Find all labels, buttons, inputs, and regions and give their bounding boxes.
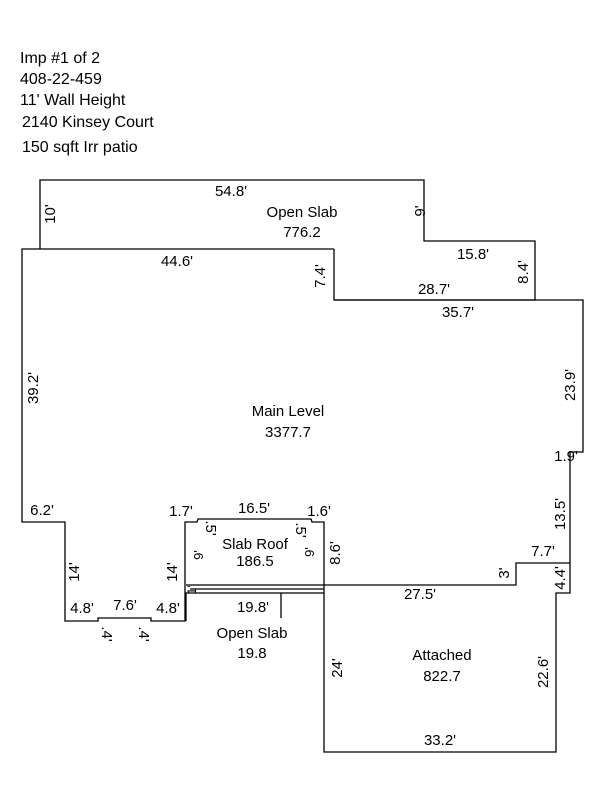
dimension-label: .4' [98, 626, 115, 642]
dimension-label: 14' [164, 562, 181, 582]
dimension-label: 1' [185, 586, 199, 595]
dimension-label: .5' [202, 520, 219, 536]
improvement-label: Imp #1 of 2 [20, 50, 101, 67]
dimension-label: 35.7' [442, 304, 474, 321]
dimension-label: 39.2' [25, 372, 42, 404]
dimension-label: 8.4' [515, 260, 532, 284]
dimension-label: 7.4' [312, 264, 329, 288]
area-name: Open Slab [267, 204, 338, 221]
dimension-label: 23.9' [562, 369, 579, 401]
patio-note: 150 sqft Irr patio [22, 139, 138, 156]
area-value: 822.7 [423, 668, 461, 685]
wall-height: 11' Wall Height [20, 92, 126, 109]
main-level-outline [21, 248, 584, 622]
dimension-label: 6.2' [30, 502, 54, 519]
dimension-label: 22.6' [535, 656, 552, 688]
dimension-label: 33.2' [424, 732, 456, 749]
parcel-number: 408-22-459 [20, 71, 102, 88]
dimension-label: .4' [135, 626, 152, 642]
dimension-label: .5' [292, 522, 309, 538]
dimension-label: 3' [496, 567, 513, 578]
slab-roof-outline [185, 592, 324, 621]
dimension-label: 54.8' [215, 183, 247, 200]
dimension-label: 10' [42, 204, 59, 224]
dimension-label: 27.5' [404, 586, 436, 603]
dimension-label: 9' [191, 550, 206, 560]
area-name: Attached [412, 647, 471, 664]
dimension-label: 16.5' [238, 500, 270, 517]
dimension-label: 19.8' [237, 599, 269, 616]
address: 2140 Kinsey Court [22, 114, 154, 131]
dimension-label: 44.6' [161, 253, 193, 270]
dimension-label: 9' [412, 205, 429, 216]
dimension-label: 8.6' [327, 541, 344, 565]
dimension-label: 13.5' [552, 498, 569, 530]
dimension-label: 4.4' [552, 566, 569, 590]
area-value: 19.8 [237, 645, 266, 662]
area-value: 186.5 [236, 553, 274, 570]
area-name: Main Level [252, 403, 325, 420]
area-name: Open Slab [217, 625, 288, 642]
dimension-label: 4.8' [156, 600, 180, 617]
area-value: 3377.7 [265, 424, 311, 441]
dimension-label: 24' [329, 658, 346, 678]
dimension-label: 15.8' [457, 246, 489, 263]
dimension-label: 14' [66, 562, 83, 582]
area-name: Slab Roof [222, 536, 289, 553]
dimension-label: 28.7' [418, 281, 450, 298]
dimension-label: 1.9' [554, 448, 578, 465]
area-value: 776.2 [283, 224, 321, 241]
dimension-label: 1.7' [169, 503, 193, 520]
dimension-label: 9' [302, 547, 317, 557]
dimension-label: 1.6' [307, 503, 331, 520]
dimension-label: 7.7' [531, 543, 555, 560]
dimension-label: 4.8' [70, 600, 94, 617]
dimension-label: 7.6' [113, 597, 137, 614]
attached-outline [323, 563, 571, 753]
